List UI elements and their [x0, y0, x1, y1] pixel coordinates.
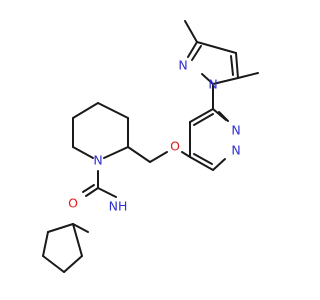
- molecule-structure: N N N N O N O NH: [42, 20, 259, 273]
- pyrimidine-n1-label: N: [231, 143, 240, 158]
- pyrimidine-n3-label: N: [231, 123, 240, 138]
- piperidine-nitrogen-label: N: [93, 153, 102, 168]
- atom-labels: N N N N O N O NH: [68, 58, 241, 214]
- pyrazole-n1-label: N: [208, 77, 217, 92]
- amide-nh-label: NH: [109, 199, 128, 214]
- ether-oxygen-label: O: [170, 139, 180, 154]
- carbonyl-oxygen-label: O: [68, 196, 78, 211]
- pyrazole-n2-label: N: [178, 58, 187, 73]
- bond-lines: [42, 20, 259, 273]
